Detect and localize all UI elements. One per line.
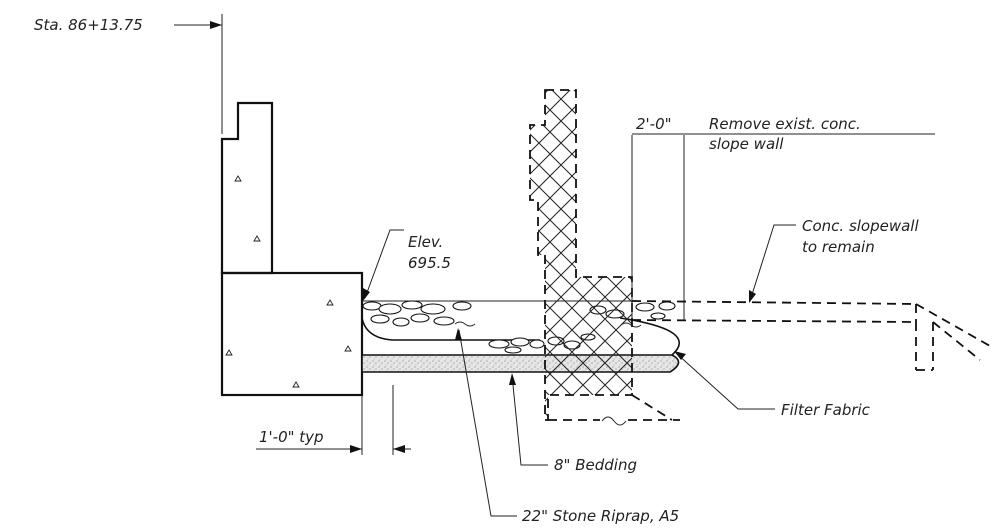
filter-fabric-leader [675,352,775,410]
existing-footing-slope [631,394,673,421]
remove-note-line2: slope wall [709,135,784,153]
bedding-label: 8" Bedding [554,456,637,474]
riprap-label: 22" Stone Riprap, A5 [522,507,679,525]
slopewall-remaining [631,300,991,371]
remove-dim-label: 2'-0" [636,115,672,133]
typ-dim-label: 1'-0" typ [259,428,324,446]
elev-label-line1: Elev. [408,233,443,251]
filter-fabric-label: Filter Fabric [781,401,871,419]
typ-dim-arrow-right-icon [393,445,405,453]
abutment-stem [220,101,274,275]
bedding-leader [511,374,548,466]
elev-arrow-icon [363,288,370,301]
station-arrow-icon [210,21,222,29]
filter-fabric-arrow-icon [674,351,686,360]
elev-leader [364,229,404,299]
riprap-arrow-icon [455,328,462,340]
remove-note-line1: Remove exist. conc. [709,115,861,133]
slopewall-label-line1: Conc. slopewall [802,217,919,235]
slopewall-leader [749,224,796,302]
existing-wall-removed [529,89,633,421]
slopewall-label-line2: to remain [802,238,875,256]
riprap-leader [458,329,517,517]
elev-label-line2: 695.5 [408,254,451,272]
bedding-arrow-icon [509,373,516,385]
aggregate-marks [225,175,352,388]
typ-dim-arrow-left-icon [350,445,362,453]
slopewall-arrow-icon [749,290,756,303]
abutment-footing [220,271,364,397]
station-label: Sta. 86+13.75 [34,16,143,34]
